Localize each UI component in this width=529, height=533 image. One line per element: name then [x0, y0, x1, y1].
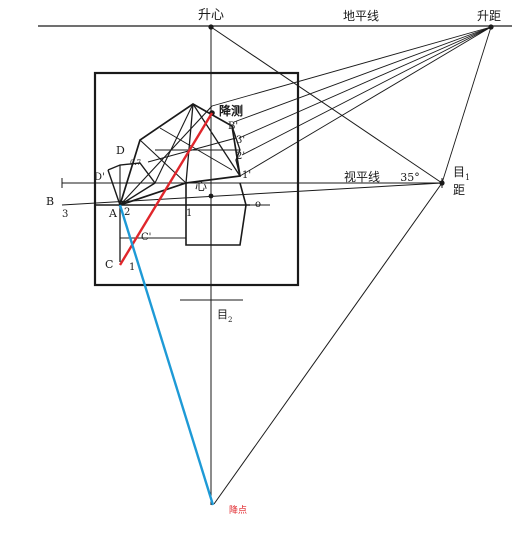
roof-ridge-3	[154, 103, 194, 184]
fan-line-4	[241, 26, 492, 156]
label-pt-1-prime: 1'	[242, 170, 251, 181]
blue-construction-line	[118, 204, 215, 506]
label-eye-level: 视平线	[344, 169, 380, 184]
red-construction-line	[118, 112, 214, 266]
label-angle: 35°	[400, 171, 420, 184]
label-pt-C-prime: C'	[141, 232, 151, 243]
label-pt-A: A	[108, 207, 118, 220]
line-eye1-to-descend	[213, 182, 443, 505]
label-pt-1-low: 1	[129, 262, 135, 273]
roof-ridge-8	[147, 137, 237, 163]
label-pt-3: 3	[62, 209, 68, 220]
label-pt-C: C	[105, 258, 113, 271]
house-front-body	[185, 182, 247, 246]
label-distance: 距	[453, 183, 465, 197]
label-descend-measure: 降测	[219, 103, 243, 118]
center-point	[208, 193, 214, 199]
roof-ridge-4	[139, 139, 187, 184]
gable-left	[107, 162, 157, 207]
label-pt-2: 2	[124, 207, 130, 218]
fan-line-3	[238, 26, 492, 139]
label-pt-1-base: 1	[186, 208, 192, 219]
picture-frame	[93, 71, 300, 287]
label-eye1-sub: 1	[465, 173, 470, 182]
label-pt-3-prime: 3'	[236, 135, 245, 146]
gable-right	[231, 125, 241, 177]
house-roof	[118, 103, 241, 207]
fan-line-2	[233, 26, 492, 123]
fan-line-1	[211, 26, 492, 107]
label-eye2-sub: 2	[228, 316, 232, 324]
label-pt-o: o	[255, 199, 261, 210]
label-descend-point: 降点	[229, 504, 247, 516]
roof-ridge-5	[119, 105, 213, 206]
label-pt-B: B	[46, 195, 54, 208]
fan-line-right-to-eye1	[441, 26, 492, 184]
label-pt-D: D	[116, 144, 125, 157]
line-center-to-eye1	[210, 26, 443, 184]
label-center: 心	[195, 179, 207, 193]
roof-ridge-1	[185, 103, 194, 184]
label-pt-07: 0.7	[130, 159, 141, 167]
label-pt-D-prime: D'	[94, 172, 105, 183]
label-eye1: 目	[453, 165, 465, 179]
label-horizon-top: 地平线	[343, 9, 379, 23]
label-top-center: 升心	[198, 8, 224, 23]
fan-line-5	[239, 26, 492, 177]
label-pt-2-prime: 2'	[236, 151, 245, 162]
label-top-right: 升距	[477, 9, 501, 23]
roof-ridge-2	[192, 103, 241, 177]
label-pt-B-prime: B'	[228, 121, 238, 132]
label-eye2: 目	[217, 308, 228, 321]
